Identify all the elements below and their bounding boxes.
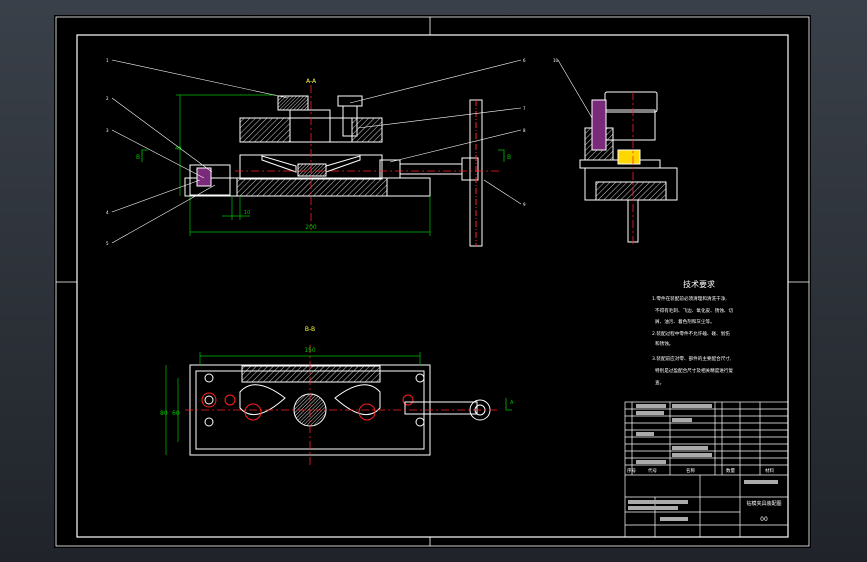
balloon-10: 10 (553, 58, 559, 63)
drawing-title: 钻模夹具装配图 (746, 500, 781, 507)
view-b-left-marker: B (136, 154, 140, 161)
drawing-frame (76, 34, 789, 538)
tech-line: 查。 (655, 379, 664, 386)
tech-line: 3.装配前应对零、部件的主要配合尺寸, (652, 355, 732, 362)
col-mat: 材料 (765, 467, 774, 474)
dim-plan-h2: 60 (172, 410, 180, 417)
view-a-marker: A (510, 400, 514, 406)
balloon-1: 1 (106, 58, 109, 63)
balloon-6: 6 (523, 58, 526, 63)
tech-title: 技术要求 (683, 279, 715, 289)
balloon-4: 4 (106, 210, 109, 215)
dim-width-plan: 150 (304, 347, 316, 354)
balloon-8: 8 (523, 128, 526, 133)
col-qty: 数量 (726, 467, 735, 474)
front-dimensions (176, 94, 431, 236)
plan-dimensions (165, 352, 421, 455)
balloon-9: 9 (523, 202, 526, 207)
tech-line: 特别是过盈配合尺寸及相关精度进行复 (655, 367, 734, 374)
dim-height-small: 40 (175, 146, 181, 152)
side-view (557, 59, 678, 243)
drawing-code: 00 (760, 516, 768, 523)
tech-line: 和锈蚀。 (655, 340, 673, 347)
col-seq: 序号 (627, 467, 636, 474)
section-a-label: A-A (306, 78, 317, 85)
tech-requirements: 1.零件在装配前必须清理和清洗干净, 不得有毛刺、飞边、氧化皮、锈蚀、切 屑、油… (652, 295, 734, 386)
col-name: 名称 (686, 467, 695, 474)
front-section-view (184, 95, 483, 247)
balloon-7: 7 (523, 106, 526, 111)
section-b-label: B-B (305, 326, 315, 333)
balloon-3: 3 (106, 128, 109, 133)
tech-line: 不得有毛刺、飞边、氧化皮、锈蚀、切 (655, 307, 734, 314)
tech-line: 2.装配过程中零件不允许磕、碰、划伤 (652, 330, 730, 337)
balloon-5: 5 (106, 241, 109, 246)
tech-line: 屑、油污、着色剂和灰尘等。 (655, 318, 715, 325)
bom-table (624, 401, 789, 538)
view-b-right-marker: B (507, 154, 511, 161)
left-leaders (111, 59, 522, 244)
dim-width-top: 200 (305, 224, 317, 231)
dim-small-bottom: 10 (244, 210, 250, 216)
balloon-2: 2 (106, 96, 109, 101)
tech-line: 1.零件在装配前必须清理和清洗干净, (652, 295, 727, 302)
dim-plan-h1: 80 (160, 410, 168, 417)
col-code: 代号 (648, 467, 657, 474)
